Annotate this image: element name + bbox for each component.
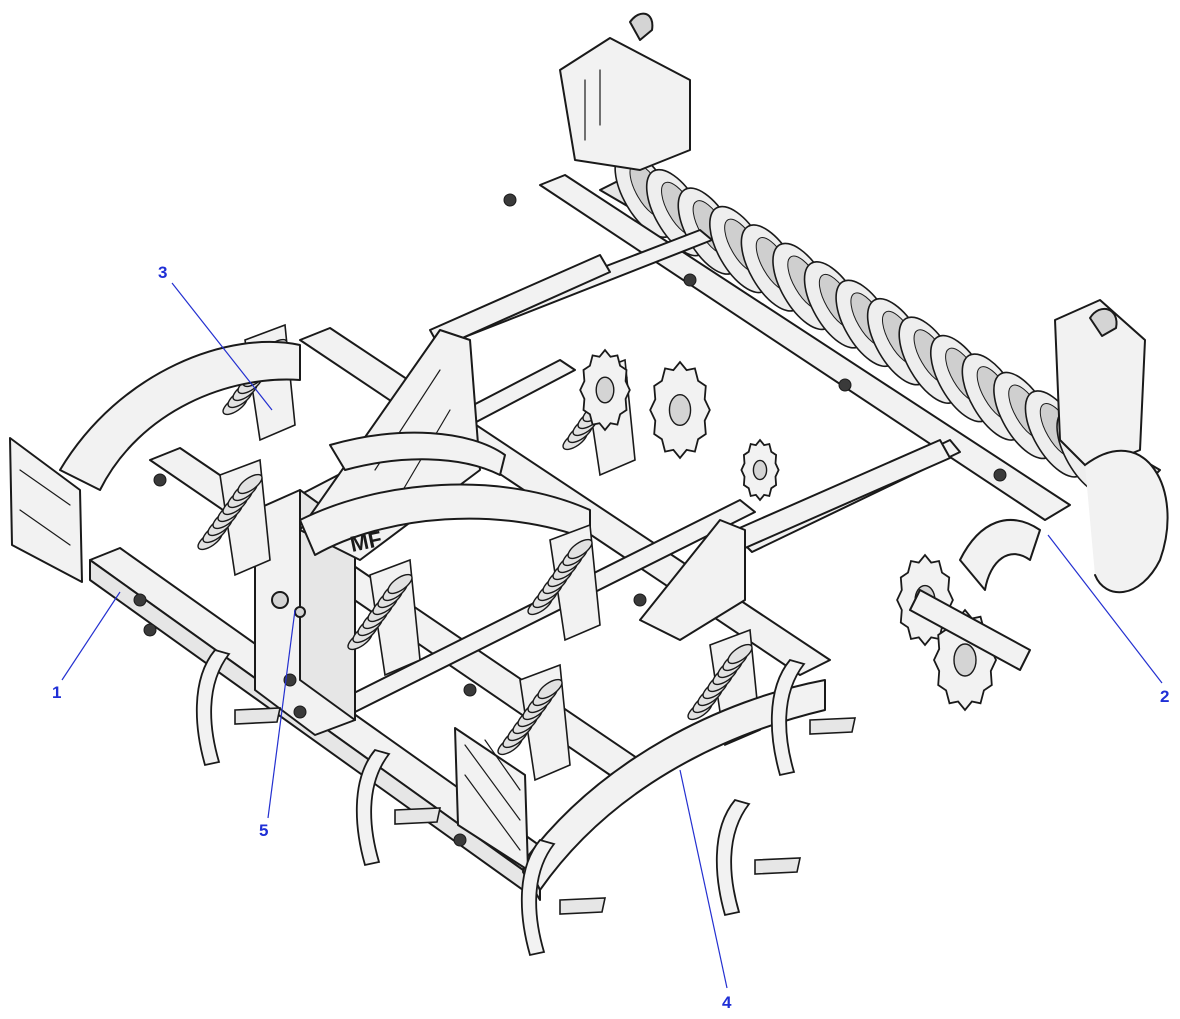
serrated-disc [579, 348, 631, 432]
callout-4: 4 [722, 993, 732, 1012]
bolt [463, 683, 477, 697]
tine-shank [355, 748, 441, 867]
serrated-disc [740, 438, 780, 502]
serrated-disc [649, 360, 711, 460]
callout-leaders [61, 282, 1163, 989]
callout-2: 2 [1160, 687, 1169, 706]
tine-shank [195, 648, 281, 767]
tine-shank [770, 658, 856, 777]
coil-spring [527, 523, 601, 642]
leader-1 [61, 591, 121, 681]
rear-right-plate [1054, 299, 1169, 594]
bolt [293, 705, 307, 719]
coil-spring [497, 663, 571, 782]
leveling-discs [579, 348, 1041, 712]
bolt [633, 593, 647, 607]
callout-5: 5 [259, 821, 268, 840]
leader-5 [267, 609, 296, 819]
callout-labels: 1 2 3 4 5 [52, 263, 1169, 1012]
leader-3 [171, 282, 273, 411]
coil-spring [197, 458, 271, 577]
bolt [453, 833, 467, 847]
side-deflector-left [59, 341, 301, 491]
leader-2 [1047, 534, 1163, 684]
coil-spring [347, 558, 421, 677]
bolt [283, 673, 297, 687]
rear-crossbeam [539, 174, 1071, 521]
rear-left-plate [559, 12, 691, 171]
bolt [153, 473, 167, 487]
bolt [503, 193, 517, 207]
callout-3: 3 [158, 263, 167, 282]
tine-shank [520, 838, 606, 957]
tine-shank [715, 798, 801, 917]
bolt [838, 378, 852, 392]
brand-mark: MF [348, 526, 384, 557]
leader-4 [679, 769, 728, 989]
tine-shanks [195, 648, 856, 957]
bolt [683, 273, 697, 287]
bolt [133, 593, 147, 607]
front-left-plate [9, 437, 83, 583]
bolt [993, 468, 1007, 482]
bolt [143, 623, 157, 637]
frame-bolts [133, 193, 1007, 847]
callout-1: 1 [52, 683, 61, 702]
